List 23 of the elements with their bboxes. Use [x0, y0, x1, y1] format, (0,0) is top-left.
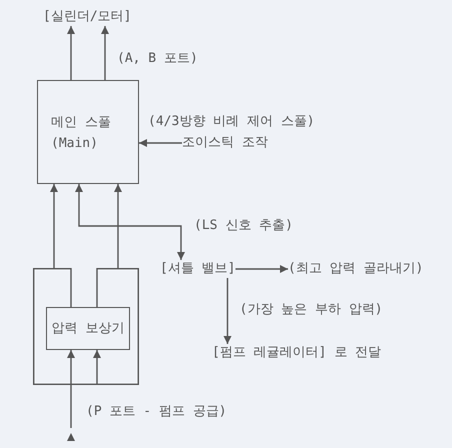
arrow [223, 278, 232, 344]
frame-outline [33, 268, 139, 385]
arrow [139, 139, 182, 147]
box-label: (Main) [51, 135, 98, 153]
compensator-box: 압력 보상기 [46, 307, 130, 350]
node-label: 조이스틱 조작 [182, 134, 268, 152]
arrow [50, 184, 58, 268]
arrow [101, 26, 109, 80]
arrow [114, 184, 122, 268]
connector-line [96, 268, 98, 307]
box-label: 메인 스풀 [51, 114, 111, 132]
arrow [93, 350, 101, 385]
arrow [67, 26, 75, 80]
node-label: [셔틀 밸브] [160, 260, 236, 278]
node-label: [실린더/모터] [43, 8, 132, 26]
arrow [75, 184, 185, 260]
arrow [67, 350, 75, 428]
connector-line [70, 268, 72, 307]
side-note: (4/3방향 비례 제어 스풀) [148, 113, 315, 131]
node-label: [펌프 레귤레이터] 로 전달 [212, 344, 382, 362]
arrow [235, 265, 288, 273]
node-label: (최고 압력 골라내기) [288, 260, 424, 278]
spool-box [37, 80, 139, 184]
